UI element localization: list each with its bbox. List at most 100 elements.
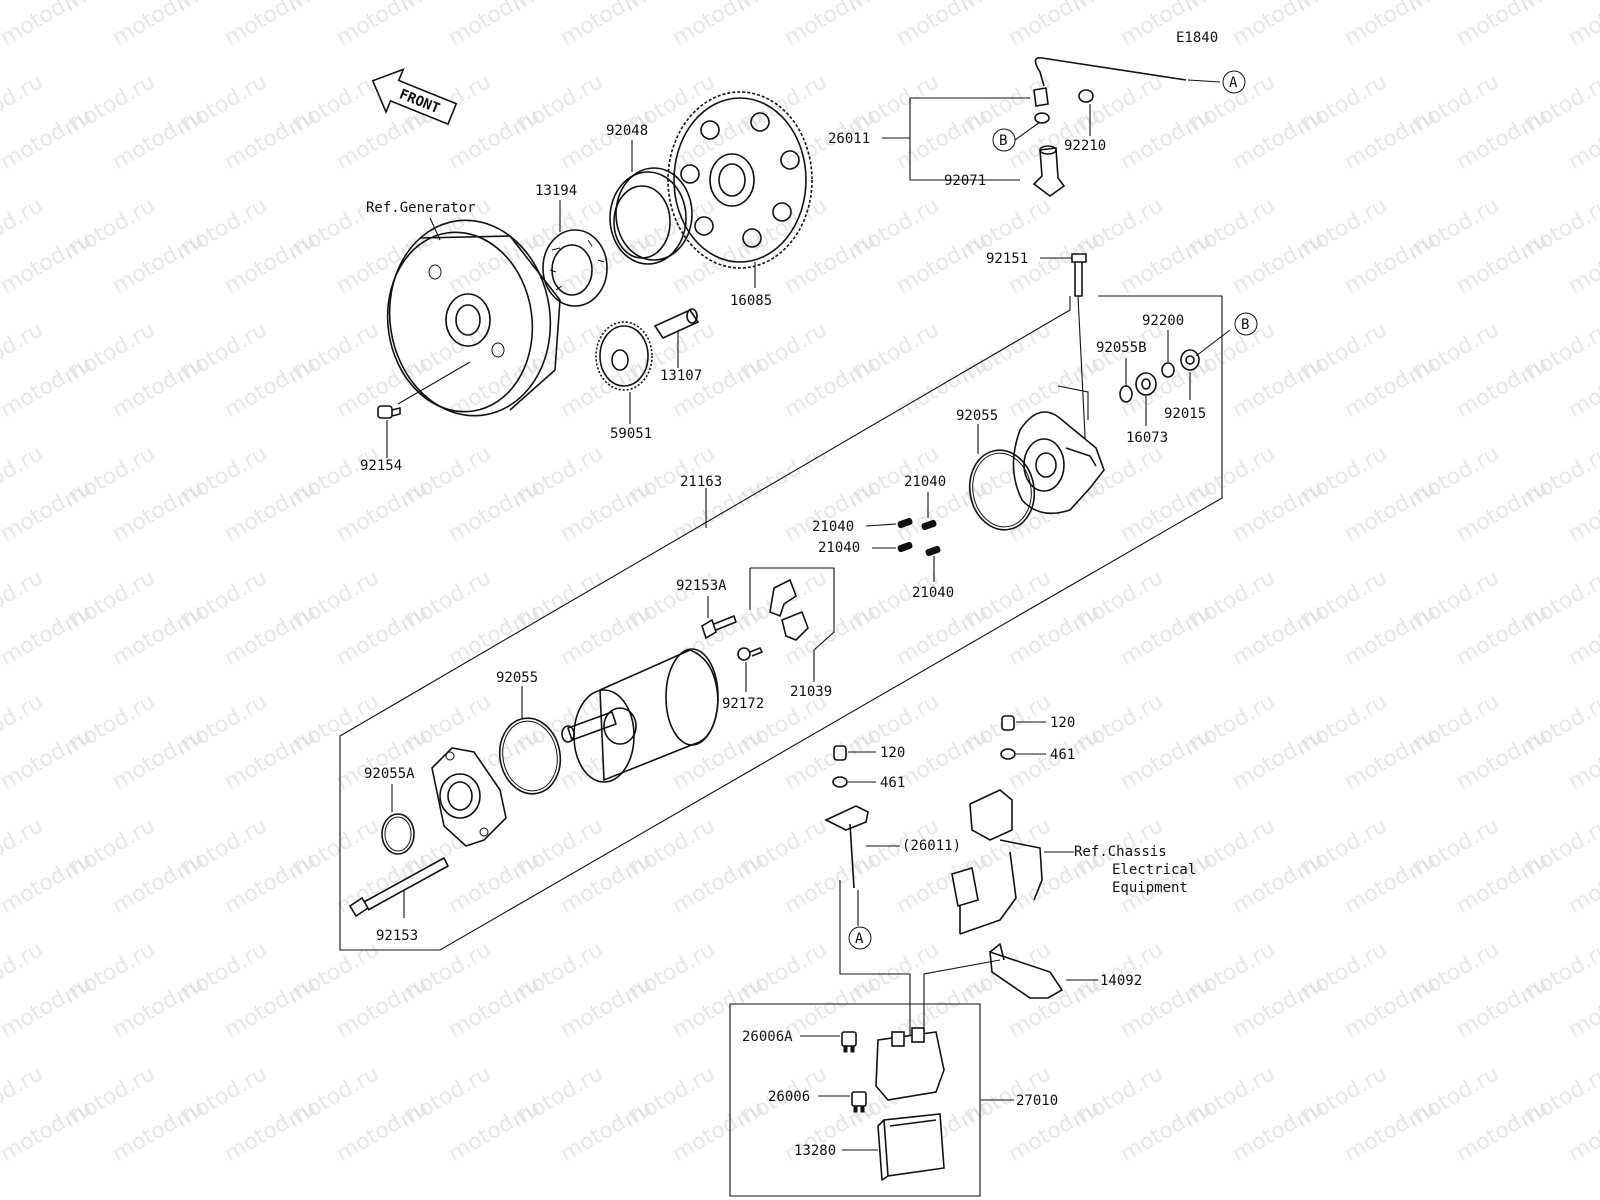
watermark-text: motod.ru <box>556 971 656 1043</box>
watermark-text: motod.ru <box>892 847 992 919</box>
ref-chassis-line2: Electrical <box>1112 862 1196 878</box>
part-label-92071: 92071 <box>944 173 986 189</box>
watermark-text: motod.ru <box>332 1095 432 1167</box>
watermark-text: motod.ru <box>1564 0 1600 51</box>
watermark-text: motod.ru <box>1340 599 1440 671</box>
bolt-92151 <box>1071 253 1087 297</box>
nut-92015 <box>1180 349 1200 371</box>
watermark-text: motod.ru <box>220 0 320 51</box>
part-label-92154: 92154 <box>360 458 402 474</box>
part-label-92200: 92200 <box>1142 313 1184 329</box>
watermark-text: motod.ru <box>1340 723 1440 795</box>
watermark-text: motod.ru <box>780 847 880 919</box>
watermark-text: motod.ru <box>780 351 880 423</box>
watermark-text: motod.ru <box>1340 351 1440 423</box>
case-13280 <box>877 1113 945 1181</box>
part-label-461-a: 461 <box>880 775 905 791</box>
watermark-text: motod.ru <box>1228 847 1328 919</box>
watermark-text: motod.ru <box>444 475 544 547</box>
o-ring-92055A <box>381 813 415 855</box>
watermark-text: motod.ru <box>556 475 656 547</box>
watermark-text: motod.ru <box>1452 723 1552 795</box>
watermark-text: motod.ru <box>0 475 96 547</box>
part-label-13280: 13280 <box>794 1143 836 1159</box>
watermark-text: motod.ru <box>1116 227 1216 299</box>
gear-59051 <box>595 321 653 391</box>
watermark-text: motod.ru <box>1452 0 1552 51</box>
part-label-21040-d: 21040 <box>912 585 954 601</box>
watermark-text: motod.ru <box>668 1095 768 1167</box>
watermark-text: motod.ru <box>1452 103 1552 175</box>
watermark-text: motod.ru <box>220 351 320 423</box>
o-ring-92055-top <box>968 449 1036 531</box>
part-label-92151: 92151 <box>986 251 1028 267</box>
watermark-text: motod.ru <box>1340 227 1440 299</box>
part-label-13194: 13194 <box>535 183 577 199</box>
clutch-13194 <box>542 229 608 307</box>
watermark-text: motod.ru <box>220 475 320 547</box>
watermark-text: motod.ru <box>220 847 320 919</box>
watermark-text: motod.ru <box>1228 227 1328 299</box>
assembly-frame-21163 <box>339 295 1223 951</box>
watermark-text: motod.ru <box>1228 723 1328 795</box>
watermark-text: motod.ru <box>1116 475 1216 547</box>
watermark-text: motod.ru <box>892 723 992 795</box>
watermark-text: motod.ru <box>220 227 320 299</box>
part-label-92210: 92210 <box>1064 138 1106 154</box>
watermark-text: motod.ru <box>0 227 96 299</box>
watermark-text: motod.ru <box>108 475 208 547</box>
watermark-text: motod.ru <box>1228 599 1328 671</box>
part-label-92153: 92153 <box>376 928 418 944</box>
watermark-text: motod.ru <box>780 971 880 1043</box>
part-label-26011-paren: (26011) <box>902 838 961 854</box>
watermark-text: motod.ru <box>1452 1095 1552 1167</box>
watermark-text: motod.ru <box>332 475 432 547</box>
watermark-text: motod.ru <box>108 971 208 1043</box>
watermark-text: motod.ru <box>1004 351 1104 423</box>
part-label-14092: 14092 <box>1100 973 1142 989</box>
watermark-text: motod.ru <box>332 599 432 671</box>
ring-92048 <box>609 167 693 265</box>
part-label-16085: 16085 <box>730 293 772 309</box>
watermark-text: motod.ru <box>108 0 208 51</box>
part-label-92055A: 92055A <box>364 766 415 782</box>
screw-92153A <box>701 615 737 640</box>
watermark-text: motod.ru <box>444 971 544 1043</box>
watermark-text: motod.ru <box>220 723 320 795</box>
ref-chassis-line1: Ref.Chassis <box>1074 844 1167 860</box>
starter-relay <box>875 1027 945 1101</box>
watermark-text: motod.ru <box>1116 723 1216 795</box>
watermark-text: motod.ru <box>332 0 432 51</box>
watermark-text: motod.ru <box>1340 1095 1440 1167</box>
front-cover <box>431 747 507 847</box>
watermark-text: motod.ru <box>0 1095 96 1167</box>
callout-b-top: B <box>999 133 1007 149</box>
part-label-26011: 26011 <box>828 131 870 147</box>
diagram-code: E1840 <box>1176 30 1218 46</box>
watermark-text: motod.ru <box>1452 227 1552 299</box>
part-label-21040-c: 21040 <box>818 540 860 556</box>
washer-461-right <box>1000 748 1016 760</box>
watermark-text: motod.ru <box>332 103 432 175</box>
watermark-text: motod.ru <box>780 0 880 51</box>
brush-spring-21040-set <box>897 517 941 557</box>
watermark-text: motod.ru <box>1340 0 1440 51</box>
washer-461-left <box>832 776 848 788</box>
part-label-92153A: 92153A <box>676 578 727 594</box>
callout-b-frame: B <box>1241 317 1249 333</box>
bolt-92153 <box>348 857 449 918</box>
watermark-text: motod.ru <box>1340 475 1440 547</box>
cover-14092 <box>989 943 1064 999</box>
watermark-text: motod.ru <box>1452 847 1552 919</box>
part-label-92015: 92015 <box>1164 406 1206 422</box>
watermark-text: motod.ru <box>892 0 992 51</box>
watermark-text: motod.ru <box>892 599 992 671</box>
watermark-text: motod.ru <box>220 103 320 175</box>
part-label-13107: 13107 <box>660 368 702 384</box>
fuse-26006 <box>851 1091 867 1113</box>
watermark-text: motod.ru <box>780 723 880 795</box>
watermark-text: motod.ru <box>220 1095 320 1167</box>
callout-a-top: A <box>1229 75 1238 91</box>
watermark-text: motod.ru <box>1004 0 1104 51</box>
